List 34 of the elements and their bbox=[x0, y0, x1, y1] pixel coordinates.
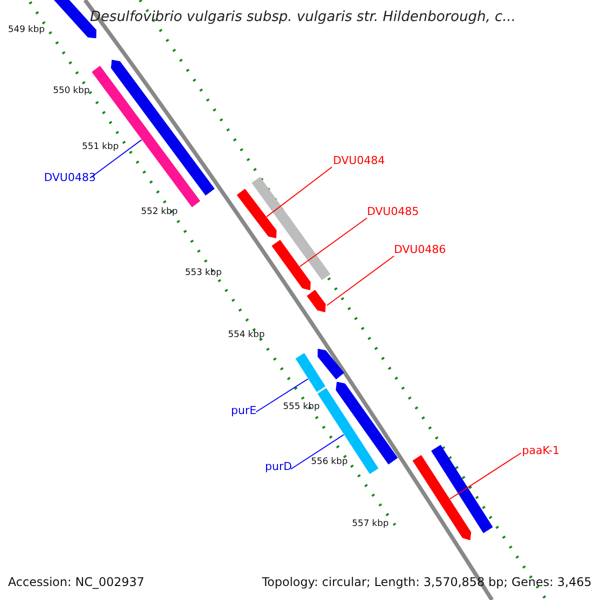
scale-label: 557 kbp bbox=[352, 520, 389, 529]
gene-bar bbox=[296, 353, 326, 392]
leader-line bbox=[90, 139, 142, 178]
leader-line bbox=[290, 434, 344, 470]
gene-bar bbox=[306, 290, 326, 312]
leader-line bbox=[299, 218, 368, 268]
leader-line bbox=[266, 166, 332, 218]
gene-bar bbox=[431, 444, 493, 534]
gene-bar bbox=[412, 455, 472, 540]
info-text: Topology: circular; Length: 3,570,858 bp; Genes: 3,465 bbox=[262, 576, 592, 588]
gene-label: DVU0485 bbox=[367, 206, 419, 217]
scale-label: 555 kbp bbox=[283, 403, 320, 412]
gene-label: purE bbox=[231, 405, 256, 416]
gene-label: DVU0486 bbox=[394, 244, 446, 255]
scale-label: 554 kbp bbox=[228, 331, 265, 340]
leader-line bbox=[450, 452, 522, 500]
scale-label: 552 kbp bbox=[141, 208, 178, 217]
scale-label: 553 kbp bbox=[185, 269, 222, 278]
scale-label: 549 kbp bbox=[8, 26, 45, 35]
scale-label: 556 kbp bbox=[311, 458, 348, 467]
gene-label: paaK-1 bbox=[522, 445, 560, 456]
gene-bar bbox=[252, 176, 330, 280]
gene-bar bbox=[236, 188, 277, 238]
gene-label: DVU0484 bbox=[333, 155, 385, 166]
gene-label: purD bbox=[265, 461, 292, 472]
leader-line bbox=[256, 378, 308, 412]
info-text: Accession: NC_002937 bbox=[8, 576, 144, 588]
scale-label: 550 kbp bbox=[53, 87, 90, 96]
title: Desulfovibrio vulgaris subsp. vulgaris str. Hildenborough, c... bbox=[90, 10, 516, 24]
scale-label: 551 kbp bbox=[82, 143, 119, 152]
leader-line bbox=[326, 256, 394, 306]
gene-bar bbox=[272, 240, 311, 290]
gene-label: DVU0483 bbox=[44, 172, 96, 183]
gene-bar bbox=[318, 348, 344, 380]
